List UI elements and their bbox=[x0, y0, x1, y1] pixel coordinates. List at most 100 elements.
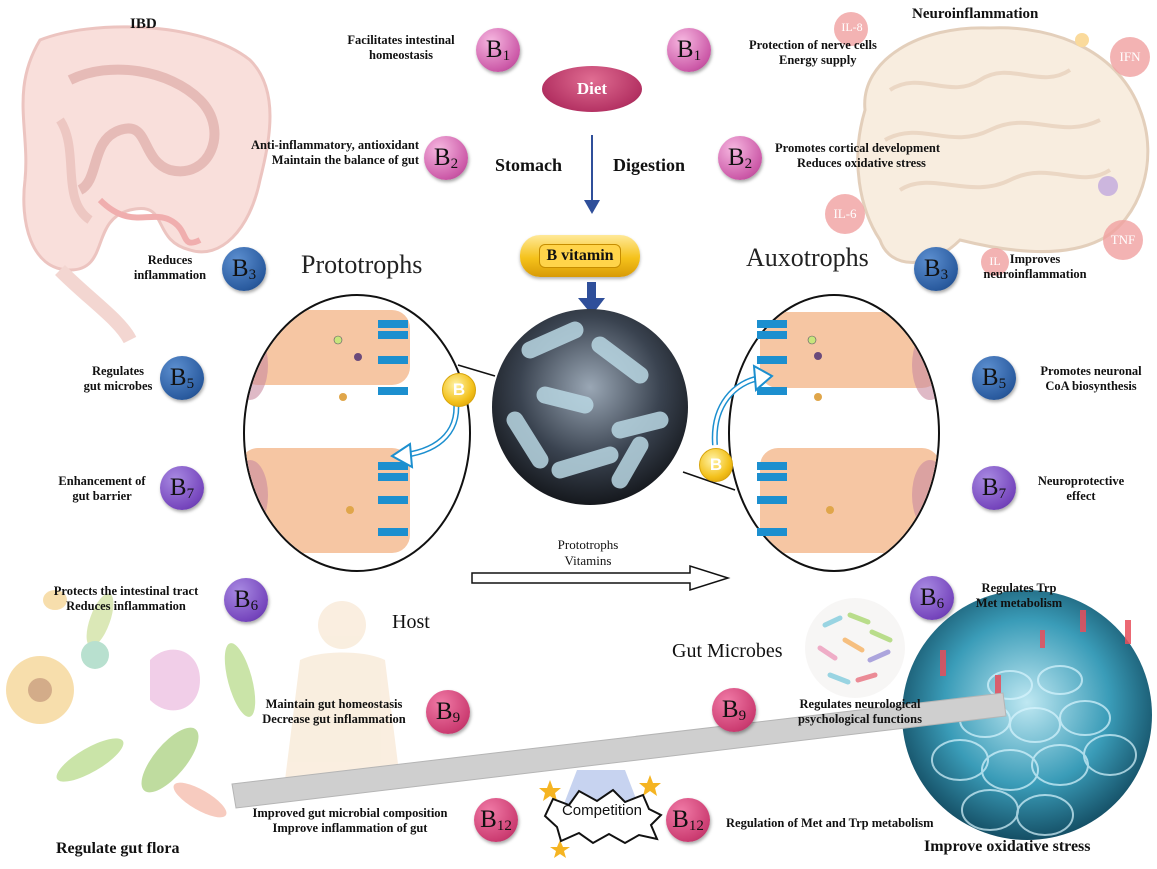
badge-letter: B bbox=[231, 255, 249, 282]
badge-letter: B bbox=[919, 584, 937, 611]
badge-sub: 12 bbox=[496, 817, 512, 834]
prototroph-cell-diagram bbox=[243, 294, 471, 572]
competition-label: Competition bbox=[561, 802, 643, 819]
note-line: Regulates bbox=[91, 364, 145, 378]
left-note-b1: Facilitates intestinal homeostasis bbox=[326, 33, 476, 63]
note-line: Decrease gut inflammation bbox=[262, 712, 406, 726]
badge-letter: B bbox=[721, 696, 739, 723]
note-line: Reduces oxidative stress bbox=[797, 156, 926, 170]
badge-letter: B bbox=[480, 806, 497, 833]
intestine-illustration bbox=[21, 25, 272, 344]
right-note-b6: Regulates Trp Met metabolism bbox=[956, 581, 1082, 611]
digestion-label: Digestion bbox=[613, 155, 685, 175]
oxidative-stress-illustration bbox=[902, 590, 1152, 840]
auxotroph-cell-diagram bbox=[728, 294, 940, 572]
competition-burst bbox=[543, 788, 663, 845]
badge-sub: 9 bbox=[452, 709, 461, 726]
right-note-b7: Neuroprotective effect bbox=[1018, 474, 1144, 504]
gut-microbes-label: Gut Microbes bbox=[672, 640, 783, 662]
badge-sub: 6 bbox=[250, 597, 259, 614]
diet-label: Diet bbox=[542, 66, 642, 112]
b-vitamin-coin-right: B bbox=[699, 448, 733, 482]
right-note-b12: Regulation of Met and Trp metabolism bbox=[726, 816, 986, 831]
badge-letter: B bbox=[981, 364, 999, 391]
note-line: Protects the intestinal tract bbox=[53, 584, 199, 598]
prototrophs-vitamins-label: Prototrophs Vitamins bbox=[528, 537, 648, 569]
improve-oxidative-stress-heading: Improve oxidative stress bbox=[924, 838, 1091, 855]
bacteria-micrograph bbox=[492, 309, 688, 505]
arrow-label-line-1: Prototrophs bbox=[557, 537, 619, 552]
note-line: Energy supply bbox=[779, 53, 857, 67]
gut-microbe-cluster bbox=[805, 598, 905, 698]
badge-letter: B bbox=[233, 586, 251, 613]
badge-sub: 5 bbox=[998, 375, 1007, 392]
badge-letter: B bbox=[169, 364, 187, 391]
gut-flora-illustration bbox=[6, 590, 256, 818]
badge-letter: B bbox=[923, 255, 941, 282]
badge-letter: B bbox=[672, 806, 689, 833]
note-line: Anti-inflammatory, antioxidant bbox=[250, 138, 419, 152]
badge-sub: 5 bbox=[186, 375, 195, 392]
note-line: Facilitates intestinal bbox=[347, 33, 455, 47]
badge-sub: 2 bbox=[744, 155, 753, 172]
cytokine-bubbles bbox=[825, 12, 1150, 276]
badge-letter: B bbox=[169, 474, 187, 501]
note-line: Maintain gut homeostasis bbox=[265, 697, 403, 711]
left-note-b9: Maintain gut homeostasis Decrease gut in… bbox=[246, 697, 422, 727]
host-silhouette bbox=[285, 601, 400, 780]
note-line: Promotes cortical development bbox=[775, 141, 940, 155]
host-label: Host bbox=[392, 611, 430, 633]
note-line: Enhancement of bbox=[58, 474, 146, 488]
note-line: Regulates neurological bbox=[799, 697, 921, 711]
cytokine-tnf: TNF bbox=[1110, 232, 1136, 247]
badge-letter: B bbox=[433, 144, 451, 171]
note-line: inflammation bbox=[133, 268, 207, 282]
badge-sub: 9 bbox=[738, 707, 747, 724]
note-line: psychological functions bbox=[798, 712, 922, 726]
note-line: gut barrier bbox=[72, 489, 132, 503]
b-vitamin-label: B vitamin bbox=[539, 244, 621, 268]
note-line: Regulation of Met and Trp metabolism bbox=[726, 816, 934, 830]
note-line: Met metabolism bbox=[975, 596, 1063, 610]
ibd-heading: IBD bbox=[130, 16, 157, 32]
b-vitamin-coin-left: B bbox=[442, 373, 476, 407]
left-note-b6: Protects the intestinal tract Reduces in… bbox=[36, 584, 216, 614]
note-line: Reduces bbox=[147, 253, 193, 267]
left-note-b7: Enhancement of gut barrier bbox=[42, 474, 162, 504]
neuroinflammation-heading: Neuroinflammation bbox=[912, 6, 1039, 22]
note-line: Improves bbox=[1009, 252, 1061, 266]
stomach-label: Stomach bbox=[495, 155, 562, 175]
note-line: Promotes neuronal bbox=[1040, 364, 1142, 378]
auxotrophs-heading: Auxotrophs bbox=[746, 243, 869, 272]
cytokine-ifn: IFN bbox=[1119, 49, 1141, 64]
note-line: Reduces inflammation bbox=[66, 599, 186, 613]
right-note-b2: Promotes cortical development Reduces ox… bbox=[775, 141, 975, 171]
right-note-b3: Improves neuroinflammation bbox=[972, 252, 1098, 282]
note-line: Improved gut microbial composition bbox=[252, 806, 448, 820]
left-note-b12: Improved gut microbial composition Impro… bbox=[232, 806, 468, 836]
b-vitamin-capsule: B vitamin bbox=[520, 235, 640, 277]
cytokine-il6: IL-6 bbox=[833, 206, 857, 221]
badge-sub: 2 bbox=[450, 155, 459, 172]
regulate-gut-flora-heading: Regulate gut flora bbox=[56, 840, 180, 857]
arrow-label-line-2: Vitamins bbox=[564, 553, 612, 568]
note-line: Protection of nerve cells bbox=[749, 38, 877, 52]
badge-letter: B bbox=[435, 698, 453, 725]
badge-sub: 3 bbox=[248, 266, 257, 283]
note-line: homeostasis bbox=[369, 48, 433, 62]
badge-letter: B bbox=[676, 36, 694, 63]
